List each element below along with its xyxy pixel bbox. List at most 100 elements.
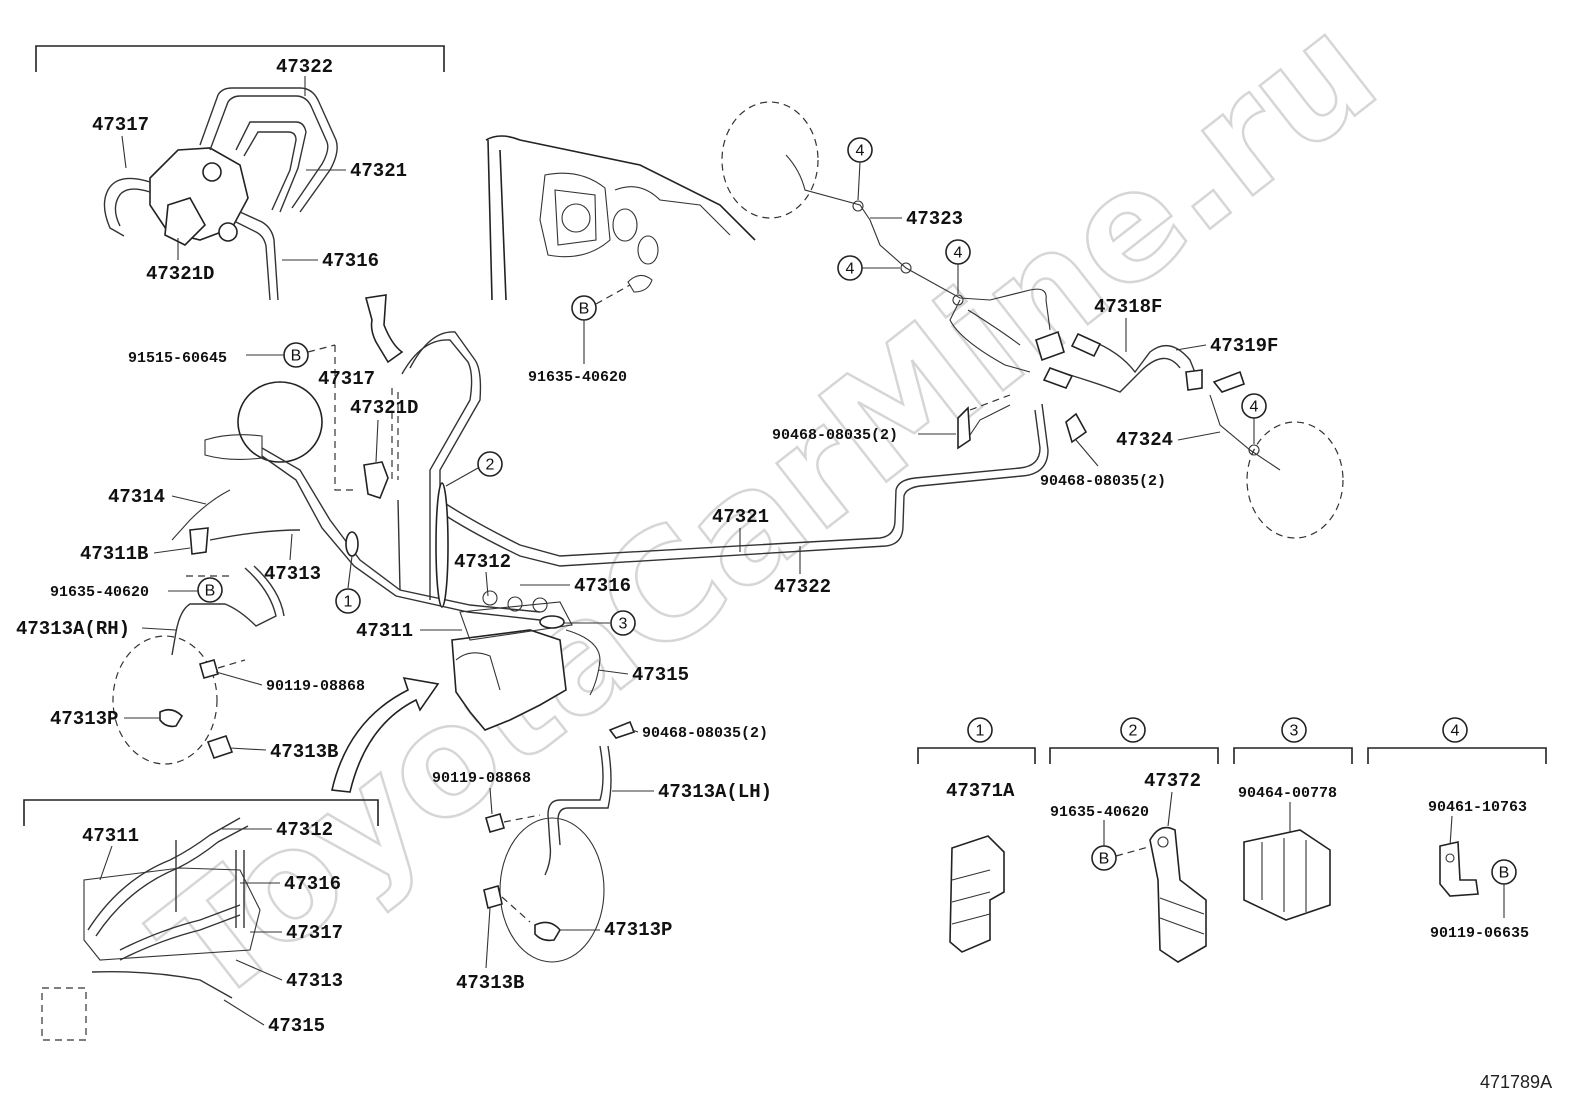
dashed-leader	[307, 344, 336, 353]
legend-bracket-1	[917, 747, 1036, 764]
label-47315-main: 47315	[632, 664, 689, 686]
marker-b: B	[291, 348, 302, 365]
legend-part-90464-00778: 90464-00778	[1238, 785, 1337, 802]
clip-90468	[608, 720, 636, 739]
leader	[1177, 431, 1221, 441]
pipe-bundle-b	[261, 455, 541, 621]
label-47317: 47317	[92, 114, 149, 136]
pipe-47321	[235, 121, 307, 213]
label-47313: 47313	[264, 563, 321, 585]
label-47315-inset: 47315	[268, 1015, 325, 1037]
label-47311-main: 47311	[356, 620, 413, 642]
callout-4	[945, 239, 971, 265]
wheel-outline-lh	[499, 817, 605, 963]
hose-47318F	[1089, 339, 1199, 381]
legend-bracket-3	[1233, 747, 1353, 764]
clamp-hole	[1445, 853, 1455, 863]
leader	[223, 999, 265, 1026]
callout-4	[837, 255, 863, 281]
callout-4-text: 4	[856, 143, 865, 160]
hose-fitting	[1070, 332, 1102, 358]
callout-4	[1241, 393, 1267, 419]
legend-bracket-2	[1049, 747, 1219, 764]
leader	[1449, 815, 1453, 847]
label-47317-main: 47317	[318, 368, 375, 390]
label-47313-inset: 47313	[286, 970, 343, 992]
label-47322-main: 47322	[774, 576, 831, 598]
hose-fitting	[1042, 367, 1074, 389]
pipe-47316	[239, 211, 279, 301]
inset-bottom-left	[23, 799, 379, 1041]
inset-pipe	[87, 817, 241, 931]
legend-num-1: 1	[976, 723, 985, 740]
legend-num-3: 3	[1290, 723, 1299, 740]
pipe-47323	[785, 154, 1051, 331]
clamp-1	[345, 531, 359, 557]
inset-panel	[83, 867, 261, 961]
wheel-outline-rh	[112, 635, 218, 765]
diagram-id: 471789A	[1480, 1072, 1552, 1092]
bracket-clip	[1212, 370, 1246, 393]
body-edge	[485, 135, 756, 241]
clamp-ribs	[951, 869, 991, 925]
inset-bracket	[23, 799, 379, 826]
pipe-47323-c	[967, 309, 1021, 346]
leader	[121, 135, 127, 169]
bracket-47313P-lh	[534, 921, 561, 942]
leader	[215, 671, 263, 686]
bolt-90119	[199, 659, 219, 679]
leader	[485, 571, 489, 597]
label-47324: 47324	[1116, 429, 1173, 451]
leader	[99, 845, 113, 881]
marker-b: B	[205, 583, 216, 600]
direction-arrow	[364, 294, 404, 364]
label-90119-08868-lh: 90119-08868	[432, 770, 531, 787]
leader	[597, 669, 629, 675]
hose-47313A-rh	[171, 567, 277, 656]
label-47312-inset: 47312	[276, 819, 333, 841]
inset-bracket	[35, 45, 445, 72]
leader	[485, 907, 491, 969]
label-47318F: 47318F	[1094, 296, 1162, 318]
pipe-47317-b	[114, 188, 151, 227]
label-47311B: 47311B	[80, 543, 148, 565]
brake-booster	[237, 381, 323, 463]
bolt-90119-lh	[485, 813, 505, 833]
label-91635-40620-left: 91635-40620	[50, 584, 149, 601]
callout-2	[477, 451, 503, 477]
label-90468-08035-right: 90468-08035(2)	[1040, 473, 1166, 490]
dashed-leader	[595, 284, 631, 305]
wheel-outline-rear-right	[1246, 421, 1344, 539]
body-hole	[561, 203, 591, 233]
clamp-ribs	[1159, 897, 1205, 935]
label-47317-inset: 47317	[286, 922, 343, 944]
clip-90468-left	[957, 406, 971, 450]
marker-b: B	[1499, 865, 1510, 882]
pipe-47322	[199, 87, 338, 213]
callout-4-text: 4	[954, 245, 963, 262]
inset-pipe	[119, 904, 241, 951]
callout-4-text: 4	[846, 261, 855, 278]
body-hole	[637, 235, 659, 265]
label-47321D: 47321D	[146, 263, 214, 285]
legend-num-circle	[967, 717, 993, 743]
legend-part-47372: 47372	[1144, 770, 1201, 792]
pipe-47314	[171, 489, 231, 541]
pipe-47323-b	[949, 299, 1031, 373]
pipe-bundle-a	[261, 447, 541, 613]
leader	[489, 787, 493, 815]
clamp-47371A	[949, 835, 1005, 953]
leader	[631, 729, 639, 733]
label-90468-08035-bottom: 90468-08035(2)	[642, 725, 768, 742]
leader	[235, 959, 283, 981]
label-47313P-lh: 47313P	[604, 919, 672, 941]
union-nut	[532, 597, 548, 613]
callout-3-text: 3	[619, 616, 628, 633]
union-nut	[507, 596, 523, 612]
legend-part-90119-06635: 90119-06635	[1430, 925, 1529, 942]
clip-90468-right	[1065, 412, 1088, 444]
label-47312: 47312	[454, 551, 511, 573]
pipe-47323-d	[967, 404, 1011, 439]
wheel-outline-rear-left	[721, 101, 819, 219]
